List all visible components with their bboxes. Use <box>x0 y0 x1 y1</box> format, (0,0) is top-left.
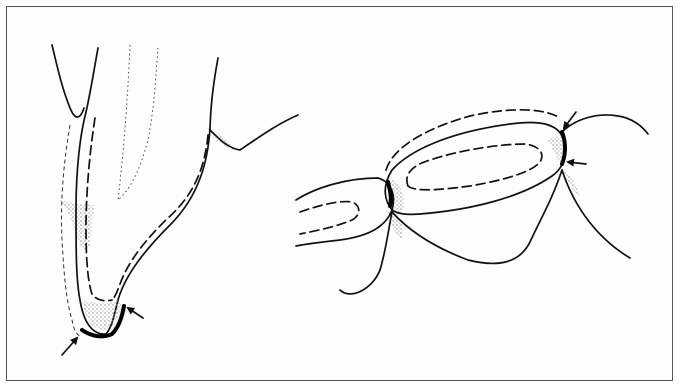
contact-arrow-bottom <box>568 162 586 164</box>
apex-arrow-right <box>128 308 143 318</box>
right-tooth-outline <box>562 115 648 134</box>
contact-bold-left <box>388 182 391 206</box>
left-tooth-view <box>52 45 298 355</box>
left-partial-tooth-outline <box>296 178 393 246</box>
pulp-outline <box>118 45 158 200</box>
prep-outline-right <box>112 135 208 300</box>
left-tooth-outer-right <box>106 58 218 334</box>
right-teeth-view <box>296 110 648 294</box>
apex-arrow-left <box>62 338 77 355</box>
middle-tooth-outer-prep <box>386 110 560 170</box>
left-partial-tooth-prep <box>300 202 359 234</box>
middle-tooth-inner-prep <box>407 144 542 190</box>
